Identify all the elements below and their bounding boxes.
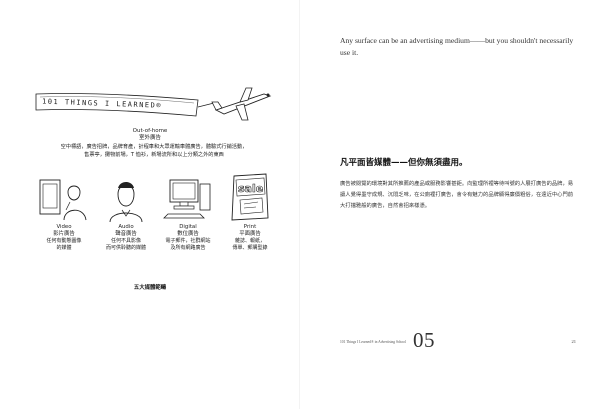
media-video-desc-line: 的媒體 — [56, 245, 72, 251]
page-number: 21 — [571, 339, 577, 344]
media-video-desc-line: 任何有動態圖像 — [46, 238, 82, 244]
left-page: 101 THINGS I LEARNED® Out-of-home 室外廣告 空… — [35, 87, 276, 291]
figure-caption: 五大媒體範疇 — [133, 285, 167, 291]
media-video-description: 任何有動態圖像 的媒體 — [36, 238, 92, 252]
page-footer: 101 Things I Learned® in Advertising Sch… — [340, 328, 577, 352]
media-audio-desc-line: 而可供聆聽的媒體 — [105, 245, 146, 251]
book-title: 101 Things I Learned® in Advertising Sch… — [340, 340, 406, 344]
body-paragraph: 廣告被閱覽的環境對其所推薦的產品或服務影響甚鉅。向監理所裡等待叫號的人展打廣告的… — [340, 181, 574, 209]
media-video-title-zh: 影片廣告 — [53, 230, 75, 237]
media-digital-title-zh: 數位廣告 — [177, 230, 199, 237]
media-video: Video 影片廣告 任何有動態圖像 的媒體 — [36, 172, 92, 282]
media-video-title: Video 影片廣告 — [36, 224, 92, 237]
media-print-title-zh: 平面廣告 — [239, 230, 261, 237]
right-page: Any surface can be an advertising medium… — [300, 0, 600, 409]
media-digital-desc-line: 電子郵件，社群網站 — [165, 238, 211, 244]
media-digital: Digital 數位廣告 電子郵件，社群網站 及所有網路廣告 — [160, 172, 216, 282]
computer-icon — [163, 179, 211, 219]
media-audio-description: 任何不具影像 而可供聆聽的媒體 — [98, 238, 154, 252]
out-of-home-title-zh: 室外廣告 — [138, 135, 161, 141]
chapter-number: 05 — [413, 328, 435, 352]
out-of-home-description: 空中標語，廣告招牌，品牌育產，計程車和大眾運輸車體廣告，體驗式行銷活動， 售票亭… — [56, 144, 252, 159]
out-of-home-desc-line: 空中標語，廣告招牌，品牌育產，計程車和大眾運輸車體廣告，體驗式行銷活動， — [60, 144, 248, 150]
out-of-home-label: Out-of-home 室外廣告 — [120, 128, 180, 142]
media-audio-desc-line: 任何不具影像 — [110, 238, 141, 244]
media-categories: Video 影片廣告 任何有動態圖像 的媒體 Audio 聲音廣告 任何不具影像 — [36, 172, 276, 282]
out-of-home-desc-line: 售票亭，攤物前場，T 恤衫，新場流所和以上分類之外的東西 — [84, 151, 224, 158]
tv-viewer-icon — [39, 179, 87, 221]
airplane-banner-illustration: 101 THINGS I LEARNED® — [35, 87, 272, 121]
chapter-heading: 凡平面皆媒體——但你無須盡用。 — [340, 158, 468, 168]
media-digital-description: 電子郵件，社群網站 及所有網路廣告 — [160, 238, 216, 252]
media-print-title: Print 平面廣告 — [222, 224, 278, 237]
listening-person-icon — [109, 182, 143, 223]
print-sign-text: sale — [238, 182, 263, 195]
out-of-home-title-en: Out-of-home — [132, 128, 168, 134]
media-video-title-en: Video — [56, 224, 72, 230]
media-print: sale Print 平面廣告 雜誌、報紙， 傳單、郵購型錄 — [222, 172, 278, 282]
media-digital-desc-line: 及所有網路廣告 — [170, 245, 206, 251]
english-quote: Any surface can be an advertising medium… — [340, 36, 574, 57]
media-print-desc-line: 雜誌、報紙， — [234, 238, 265, 244]
airplane-icon — [211, 87, 272, 121]
media-print-title-en: Print — [243, 224, 257, 230]
media-digital-title-en: Digital — [179, 224, 197, 230]
media-audio: Audio 聲音廣告 任何不具影像 而可供聆聽的媒體 — [98, 172, 154, 282]
media-audio-title-en: Audio — [118, 224, 134, 230]
media-print-description: 雜誌、報紙， 傳單、郵購型錄 — [222, 238, 278, 252]
media-audio-title-zh: 聲音廣告 — [115, 230, 137, 237]
print-flyer-icon: sale — [231, 173, 269, 221]
media-audio-title: Audio 聲音廣告 — [98, 224, 154, 237]
media-print-desc-line: 傳單、郵購型錄 — [232, 245, 268, 251]
media-digital-title: Digital 數位廣告 — [160, 224, 216, 237]
